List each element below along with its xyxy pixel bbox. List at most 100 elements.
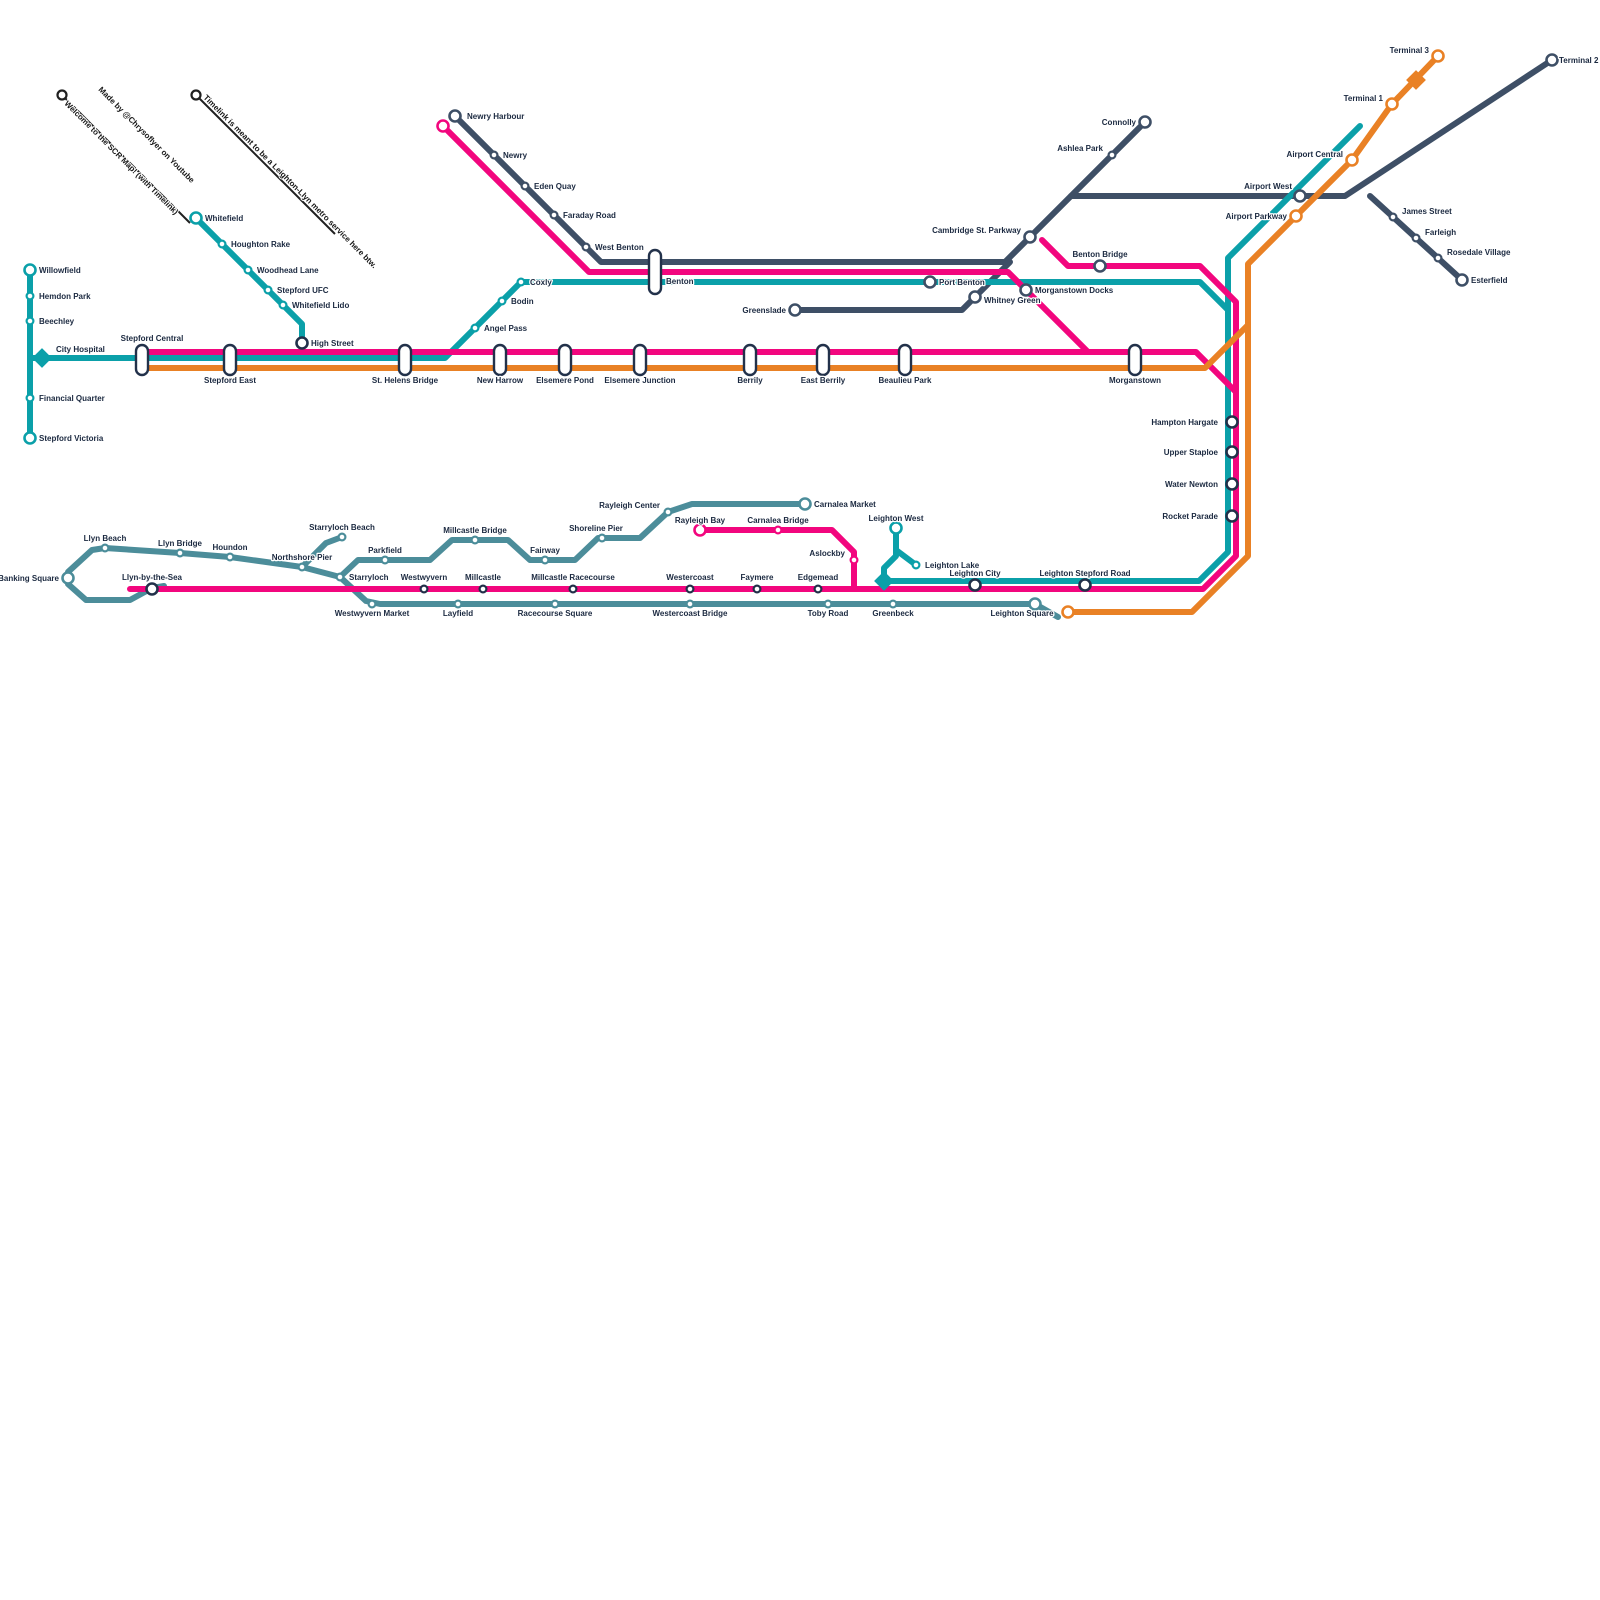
station-marker [1225, 415, 1239, 429]
station-label: Shoreline Pier [569, 524, 623, 533]
station-marker [1138, 115, 1152, 129]
station-label: Water Newton [1165, 480, 1218, 489]
station-label: Northshore Pier [272, 553, 332, 562]
station-label: West Benton [595, 243, 644, 252]
station-marker [453, 599, 463, 609]
station-marker [497, 296, 507, 306]
station-marker [380, 555, 390, 565]
station-interchange-diamond [1406, 70, 1426, 90]
station-label: Benton [666, 277, 694, 286]
station-marker [448, 109, 462, 123]
station-label: Stepford Victoria [39, 434, 104, 443]
station-label: Greenslade [742, 306, 786, 315]
station-label: Financial Quarter [39, 394, 105, 403]
station-marker [25, 393, 35, 403]
station-marker [436, 119, 450, 133]
station-marker [145, 582, 159, 596]
station-label: Westwyvern [401, 573, 448, 582]
station-label: Faymere [741, 573, 774, 582]
station-label: Westwyvern Market [335, 609, 410, 618]
station-marker [100, 543, 110, 553]
station-marker [175, 548, 185, 558]
station-label: Elsemere Junction [604, 376, 675, 385]
station-marker [1225, 445, 1239, 459]
station-label: Rosedale Village [1447, 248, 1511, 257]
station-label: Ashlea Park [1057, 144, 1103, 153]
station-marker [1385, 97, 1399, 111]
map-note: Made by @Chrysoflyer on Youtube [97, 85, 197, 185]
annotation-line [61, 94, 191, 224]
annotation-dot [56, 89, 68, 101]
station-label: Llyn-by-the-Sea [122, 573, 183, 582]
station-marker [1388, 212, 1398, 222]
station-label: Willowfield [39, 266, 81, 275]
station-marker [742, 343, 758, 377]
station-marker [557, 343, 573, 377]
station-marker [685, 599, 695, 609]
station-label: Millcastle Bridge [443, 526, 507, 535]
station-label: Whitefield [205, 214, 243, 223]
station-label: Morganstown Docks [1035, 286, 1114, 295]
station-marker [549, 210, 559, 220]
line-express [792, 259, 1013, 313]
line-connect [440, 123, 1091, 355]
station-marker [888, 599, 898, 609]
station-label: Racecourse Square [518, 609, 593, 618]
station-marker [217, 239, 227, 249]
station-marker [1411, 233, 1421, 243]
station-label: Cambridge St. Parkway [932, 226, 1021, 235]
station-marker [520, 181, 530, 191]
station-marker [923, 275, 937, 289]
station-label: Beaulieu Park [879, 376, 932, 385]
station-label: Layfield [443, 609, 473, 618]
station-label: Whitefield Lido [292, 301, 349, 310]
station-label: Coxly [530, 278, 552, 287]
station-marker [23, 263, 37, 277]
line-waterline [139, 279, 1231, 584]
station-marker [823, 599, 833, 609]
station-marker [1433, 253, 1443, 263]
station-marker [685, 584, 695, 594]
station-marker [419, 584, 429, 594]
station-label: Morganstown [1109, 376, 1161, 385]
station-marker [540, 555, 550, 565]
annotation-dot [190, 89, 202, 101]
line-airlink [1065, 322, 1251, 615]
station-marker [1345, 153, 1359, 167]
station-marker [968, 290, 982, 304]
station-label: East Berrily [801, 376, 846, 385]
station-label: Westercoast [666, 573, 714, 582]
station-label: Stepford East [204, 376, 256, 385]
station-label: Llyn Bridge [158, 539, 203, 548]
station-marker [798, 497, 812, 511]
station-marker [1293, 189, 1307, 203]
station-marker [788, 303, 802, 317]
station-label: Airport Central [1287, 150, 1343, 159]
station-marker [693, 523, 707, 537]
station-marker [1023, 230, 1037, 244]
station-label: Terminal 2 [1559, 56, 1599, 65]
station-marker [297, 562, 307, 572]
station-marker [581, 242, 591, 252]
station-marker [1127, 343, 1143, 377]
station-label: Beechley [39, 317, 75, 326]
station-label: Rayleigh Center [599, 501, 660, 510]
station-marker [1455, 273, 1469, 287]
annotation-line [195, 94, 336, 235]
station-label: Terminal 1 [1344, 94, 1384, 103]
station-marker [225, 552, 235, 562]
station-label: Toby Road [808, 609, 849, 618]
station-label: New Harrow [477, 376, 524, 385]
station-marker [278, 300, 288, 310]
station-label: Terminal 3 [1390, 46, 1430, 55]
station-label: Woodhead Lane [257, 266, 319, 275]
station-label: Hampton Hargate [1151, 418, 1218, 427]
station-marker [752, 584, 762, 594]
station-marker [489, 150, 499, 160]
station-label: Airport West [1244, 182, 1292, 191]
station-marker [568, 584, 578, 594]
line-express [1068, 57, 1555, 199]
station-label: Rayleigh Bay [675, 516, 726, 525]
station-label: Leighton Stepford Road [1039, 569, 1130, 578]
